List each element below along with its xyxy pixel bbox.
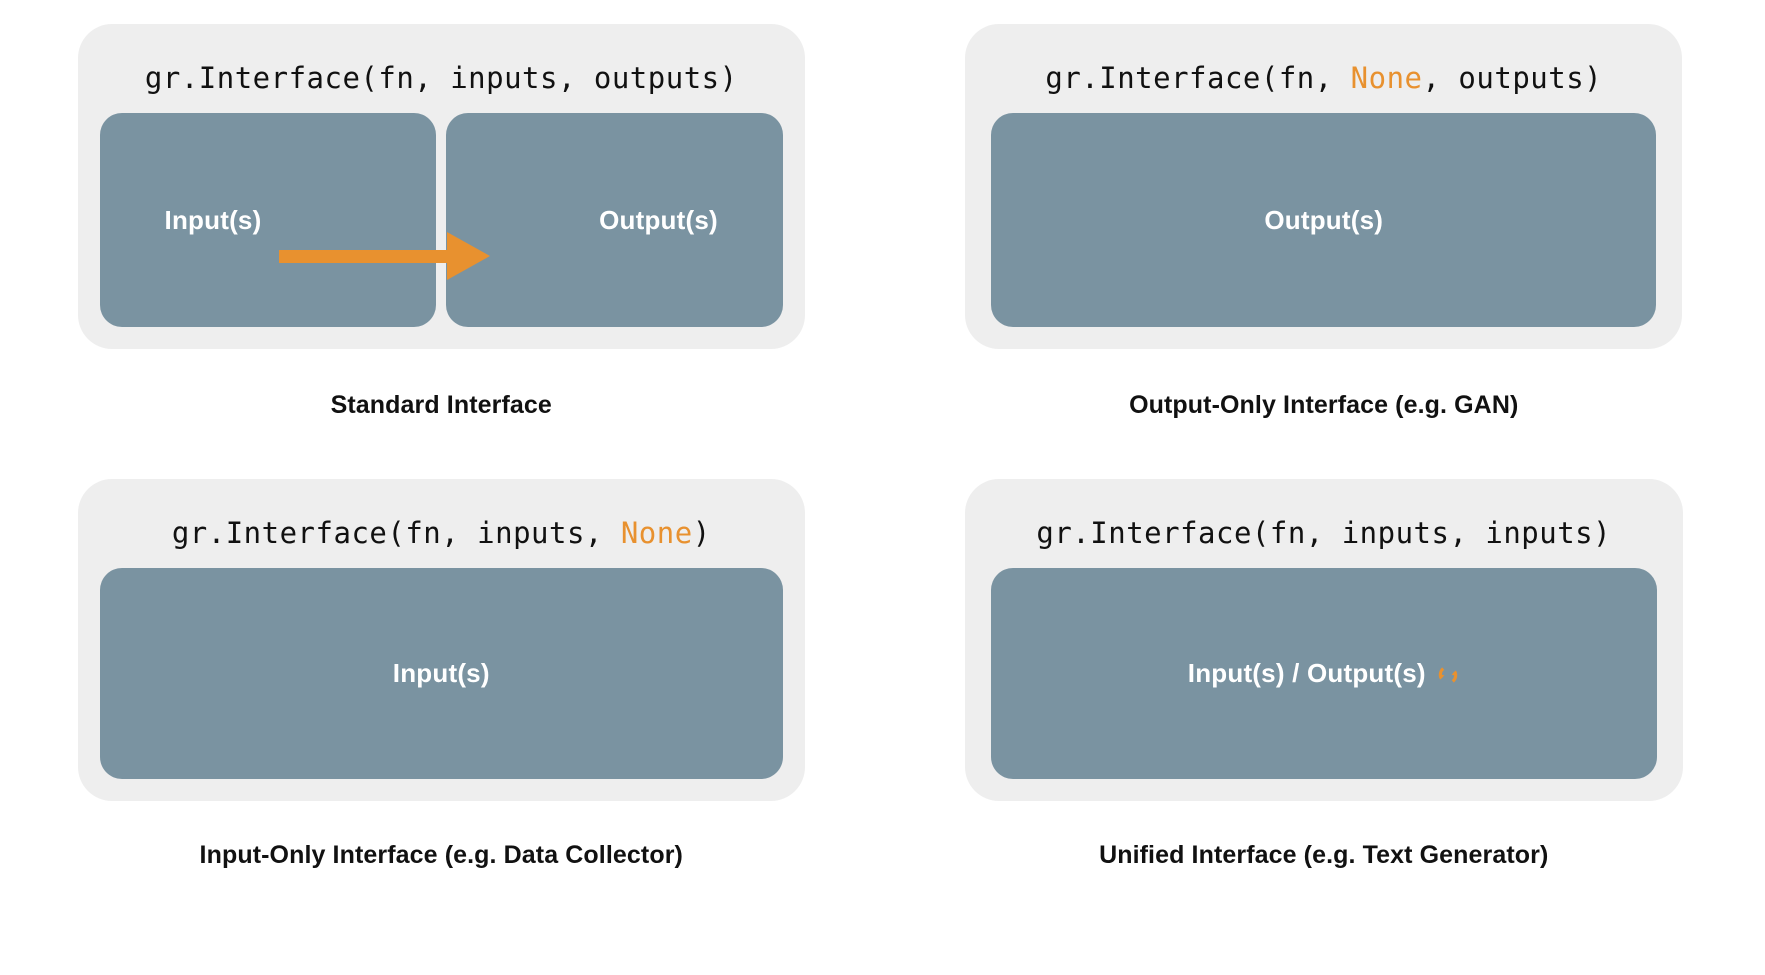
caption-standard-interface: Standard Interface — [330, 391, 552, 419]
caption-output-only-interface: Output-Only Interface (e.g. GAN) — [1129, 391, 1519, 419]
code-signature-input-only: gr.Interface(fn, inputs, None) — [172, 519, 711, 548]
panel-standard-interface: gr.Interface(fn, inputs, outputs) Input(… — [77, 24, 805, 349]
caption-unified-interface: Unified Interface (e.g. Text Generator) — [1099, 841, 1549, 869]
output-box-label: Output(s) — [1264, 204, 1384, 235]
code-keyword-none: None — [1350, 61, 1423, 95]
quadrant-output-only-interface: gr.Interface(fn, None, outputs) Output(s… — [883, 0, 1765, 468]
quadrant-input-only-interface: gr.Interface(fn, inputs, None) Input(s) … — [0, 468, 883, 975]
input-box-label: Input(s) — [392, 658, 490, 688]
code-signature-output-only: gr.Interface(fn, None, outputs) — [1045, 64, 1602, 93]
quadrant-unified-interface: gr.Interface(fn, inputs, inputs) Input(s… — [883, 468, 1765, 975]
output-box-standard[interactable]: Output(s) — [446, 113, 783, 327]
code-signature-unified: gr.Interface(fn, inputs, inputs) — [1036, 519, 1611, 548]
io-box-label-wrapper: Input(s) / Output(s) — [1188, 658, 1460, 689]
box-row-output-only: Output(s) — [991, 113, 1657, 327]
code-text-plain-b: , outputs) — [1422, 61, 1603, 95]
input-box-input-only[interactable]: Input(s) — [99, 568, 783, 779]
input-box-standard[interactable]: Input(s) — [99, 113, 437, 327]
quadrant-standard-interface: gr.Interface(fn, inputs, outputs) Input(… — [0, 0, 883, 468]
io-box-unified[interactable]: Input(s) / Output(s) — [990, 568, 1657, 779]
output-box-label: Output(s) — [599, 204, 718, 235]
code-text-plain: gr.Interface(fn, inputs, outputs) — [144, 61, 738, 95]
panel-input-only-interface: gr.Interface(fn, inputs, None) Input(s) — [77, 479, 805, 801]
panel-output-only-interface: gr.Interface(fn, None, outputs) Output(s… — [965, 24, 1683, 349]
code-text-plain-a: gr.Interface(fn, inputs, — [171, 516, 621, 550]
code-text-plain-a: gr.Interface(fn, — [1045, 61, 1351, 95]
output-box-output-only[interactable]: Output(s) — [991, 113, 1657, 327]
refresh-loop-icon — [1438, 666, 1457, 683]
panel-unified-interface: gr.Interface(fn, inputs, inputs) Input(s… — [964, 479, 1683, 801]
code-signature-standard: gr.Interface(fn, inputs, outputs) — [145, 64, 738, 93]
box-row-input-only: Input(s) — [99, 568, 783, 779]
io-box-label: Input(s) / Output(s) — [1187, 658, 1426, 688]
caption-input-only-interface: Input-Only Interface (e.g. Data Collecto… — [199, 841, 683, 869]
box-row-standard: Input(s) Output(s) — [99, 113, 783, 327]
code-keyword-none: None — [620, 516, 693, 550]
input-box-label: Input(s) — [164, 204, 262, 235]
code-text-plain: gr.Interface(fn, inputs, inputs) — [1036, 516, 1612, 550]
box-row-unified: Input(s) / Output(s) — [990, 568, 1657, 779]
code-text-plain-b: ) — [692, 516, 711, 550]
